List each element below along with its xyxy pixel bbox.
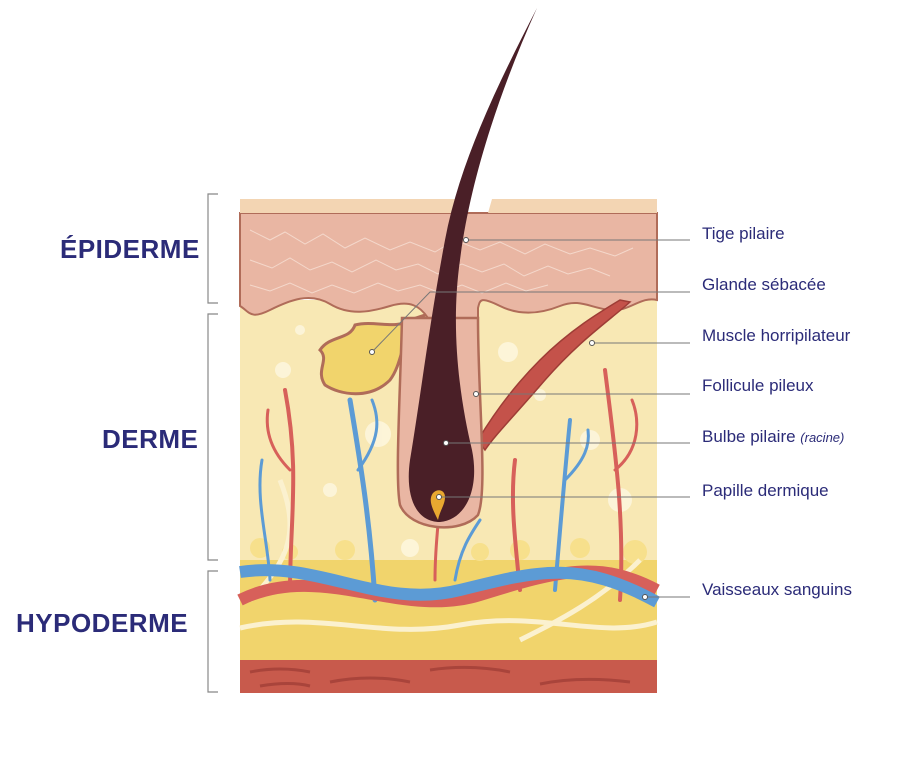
- label-papille-dermique: Papille dermique: [702, 481, 829, 500]
- artery: [237, 565, 660, 608]
- layer-label-derme: DERME: [102, 424, 199, 454]
- layer-label-epiderme: ÉPIDERME: [60, 234, 200, 264]
- bracket-derme: [207, 313, 218, 561]
- leader-lines: [371, 239, 690, 598]
- label-follicule-pileux: Follicule pileux: [702, 376, 814, 395]
- label-bulbe-note: (racine): [800, 430, 845, 445]
- layer-brackets: [207, 193, 218, 693]
- label-muscle-horripilateur: Muscle horripilateur: [702, 326, 851, 345]
- stratum-corneum: [240, 199, 657, 213]
- hair-shaft: [408, 8, 537, 522]
- label-vaisseaux-sanguins: Vaisseaux sanguins: [702, 580, 852, 599]
- bracket-epiderme: [207, 193, 218, 304]
- label-tige-pilaire: Tige pilaire: [702, 224, 785, 243]
- label-bulbe-text: Bulbe pilaire: [702, 427, 796, 446]
- label-glande-sebacee: Glande sébacée: [702, 275, 826, 294]
- bracket-hypoderme: [207, 570, 218, 693]
- leader-points: [369, 237, 648, 600]
- vein: [239, 564, 660, 608]
- layer-label-hypoderme: HYPODERME: [16, 608, 189, 638]
- epidermis-texture: [249, 229, 634, 294]
- label-bulbe-pilaire: Bulbe pilaire (racine): [702, 427, 844, 447]
- dermis-bubbles: [275, 325, 632, 557]
- muscle-layer: [240, 660, 657, 693]
